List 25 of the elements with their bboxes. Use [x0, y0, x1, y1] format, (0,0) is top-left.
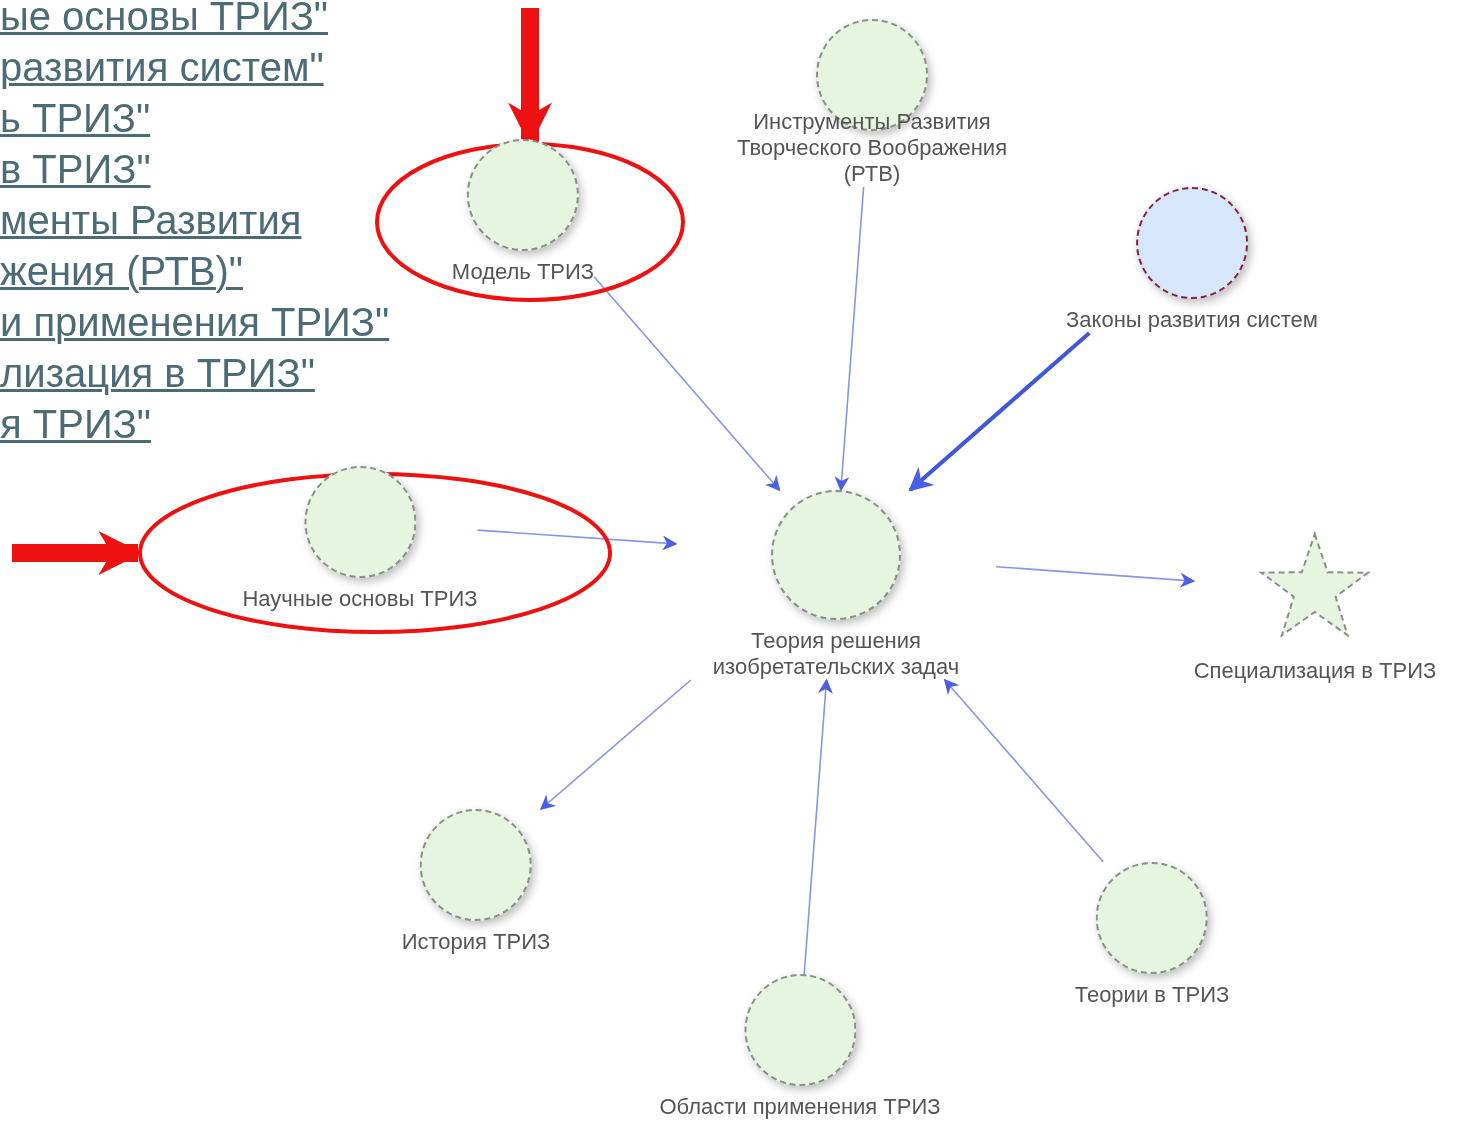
arrow	[834, 186, 865, 492]
node-label: Теории в ТРИЗ	[1074, 982, 1230, 1008]
link: ые основы ТРИЗ"	[0, 0, 329, 40]
arrow	[943, 678, 1105, 863]
arrow	[908, 331, 1091, 492]
link: я ТРИЗ"	[0, 401, 151, 448]
link: ь ТРИЗ"	[0, 95, 151, 142]
node-label: Научные основы ТРИЗ	[242, 586, 478, 612]
link: развития систем"	[0, 44, 324, 91]
link: и применения ТРИЗ"	[0, 299, 390, 346]
node-label: Специализация в ТРИЗ	[1193, 658, 1437, 684]
node-label: Области применения ТРИЗ	[659, 1094, 941, 1120]
arrow	[803, 678, 833, 975]
node-label: Теория решения изобретательских задач	[711, 628, 961, 680]
node-label: История ТРИЗ	[401, 929, 551, 955]
arrow	[476, 529, 678, 551]
node-label: Модель ТРИЗ	[451, 259, 595, 285]
arrow	[995, 565, 1196, 588]
arrow	[593, 276, 781, 492]
link: менты Развития жения (РТВ)"	[0, 197, 303, 295]
node-label: Законы развития систем	[1066, 307, 1318, 333]
node-label: Инструменты Развития Творческого Воображения (РТВ)	[735, 109, 1009, 187]
arrow	[539, 679, 692, 810]
link: лизация в ТРИЗ"	[0, 350, 315, 397]
link: в ТРИЗ"	[0, 146, 151, 193]
